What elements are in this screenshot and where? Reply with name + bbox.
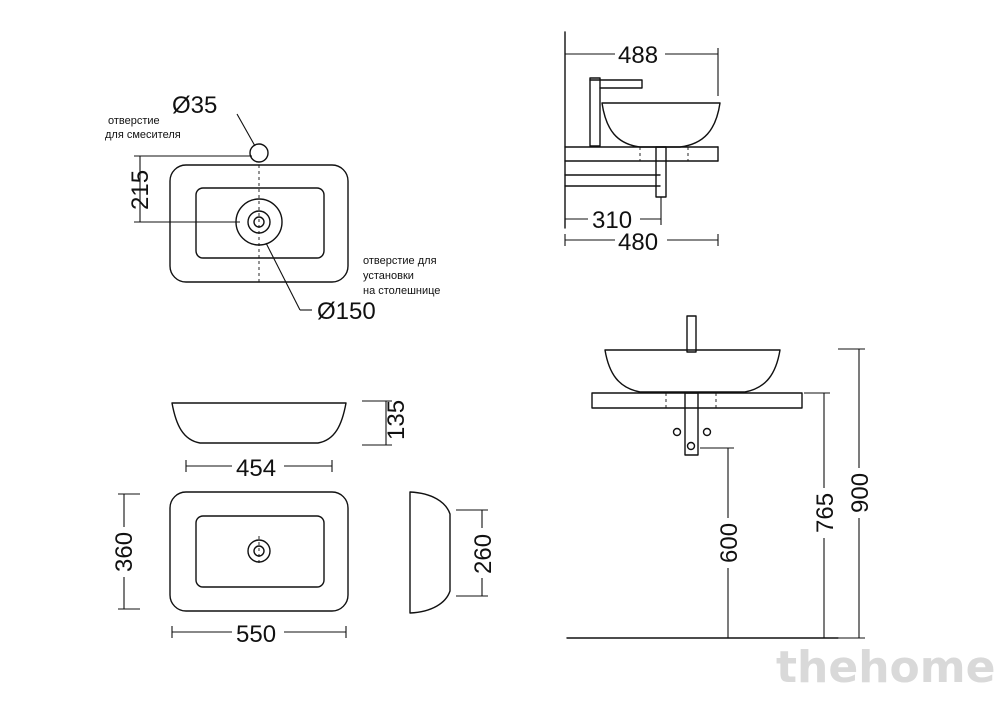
dim-260-bg [470, 528, 496, 578]
front-view: 454 135 [171, 400, 410, 482]
dim-550: 550 [236, 621, 276, 648]
faucet-spout [589, 79, 643, 89]
mixer-hole [249, 143, 269, 163]
dim-480: 480 [618, 229, 658, 256]
dim-310-bg [588, 206, 640, 232]
dim-mixer-hole: Ø35 [172, 92, 217, 119]
end-view: 260 [409, 491, 497, 614]
dim-765: 765 [812, 493, 839, 533]
basin-install-profile [604, 349, 781, 393]
mounting-hole-note-line2: установки [363, 270, 414, 282]
faucet-front [686, 315, 697, 353]
leader-mixer [236, 113, 256, 147]
dim-454-bg [232, 454, 284, 480]
basin-bowl-plan [195, 515, 325, 588]
dim-135: 135 [383, 400, 410, 440]
dim-360: 360 [111, 532, 138, 572]
dim-900-bg [847, 468, 873, 518]
dim-600: 600 [716, 523, 743, 563]
dim-310: 310 [592, 207, 632, 234]
dim-drain: Ø150 [317, 298, 376, 325]
mixer-hole-note-line1: отверстие [108, 115, 160, 127]
top-view: отверстие для смесителя отверстие для ус… [105, 92, 440, 325]
mixer-hole-note-line2: для смесителя [105, 129, 181, 141]
dim-260: 260 [470, 534, 497, 574]
dim-488: 488 [618, 42, 658, 69]
plan-view: 360 550 [111, 491, 349, 648]
drain-pipe-front [684, 392, 699, 456]
mounting-hole-note-line1: отверстие для [363, 255, 437, 267]
watermark: thehome [776, 642, 995, 693]
installation-view: 600 765 900 [566, 315, 874, 639]
faucet-body [589, 77, 601, 147]
dim-550-bg [232, 620, 284, 646]
bolt-left [672, 427, 682, 437]
dim-480-bg [615, 228, 667, 254]
dim-600-bg [716, 518, 742, 568]
basin-bowl-top [195, 187, 325, 259]
basin-outline-plan [169, 491, 349, 612]
drain-pipe-side [655, 146, 667, 198]
basin-end-profile [409, 491, 451, 614]
dim-360-bg [112, 527, 138, 577]
countertop [591, 392, 803, 409]
dim-488-bg [615, 40, 665, 66]
bolt-center [686, 441, 696, 451]
dim-900: 900 [847, 473, 874, 513]
basin-side-profile [601, 102, 721, 148]
basin-front-profile [171, 402, 347, 444]
leader-drain [265, 242, 301, 311]
side-view: 488 310 480 [564, 31, 721, 256]
dim-765-bg [812, 488, 838, 538]
dim-454: 454 [236, 455, 276, 482]
mounting-hole-note-line3: на столешнице [363, 285, 440, 297]
dim-215: 215 [127, 170, 154, 210]
bolt-right [702, 427, 712, 437]
